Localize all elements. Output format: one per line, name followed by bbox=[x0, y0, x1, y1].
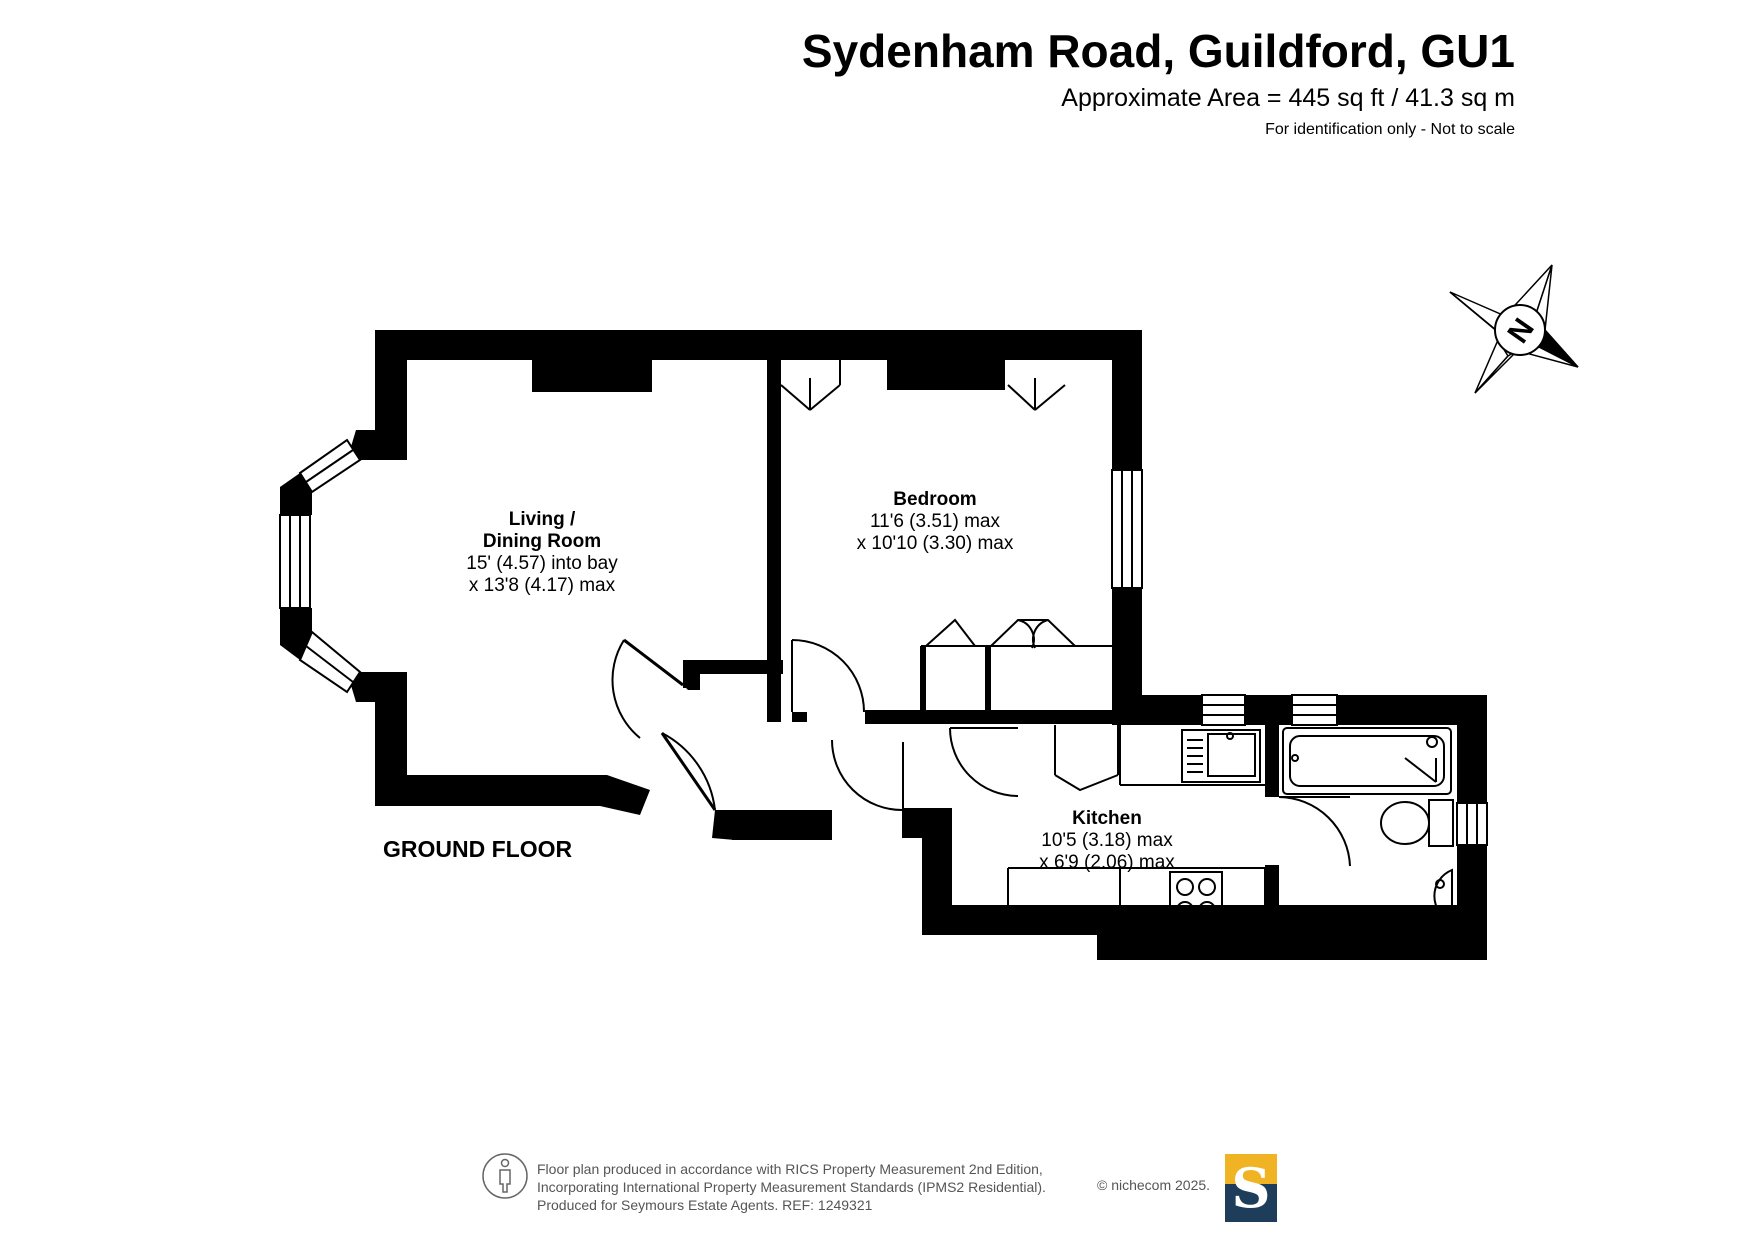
compass: N bbox=[1449, 264, 1579, 394]
door-living bbox=[623, 638, 684, 687]
room-label-living: Living / Dining Room 15' (4.57) into bay… bbox=[452, 509, 632, 597]
cupboard-door-2 bbox=[990, 619, 1076, 647]
floor-label: GROUND FLOOR bbox=[383, 836, 573, 862]
room-name-living-2: Dining Room bbox=[482, 531, 602, 552]
wall-living-bottom bbox=[375, 775, 607, 806]
toilet-bowl bbox=[1380, 801, 1430, 845]
wall-hall-bottom-end bbox=[712, 810, 735, 840]
wall-bedroom-right-upper bbox=[1112, 330, 1142, 470]
wall-bedroom-bottom bbox=[865, 710, 1142, 724]
room-name-living-1: Living / bbox=[508, 509, 576, 530]
hob bbox=[1169, 871, 1223, 929]
room-dim-bedroom-1: 11'6 (3.51) max bbox=[869, 511, 1000, 532]
wall-kitchen-top-left bbox=[1112, 695, 1202, 725]
window-bay-lower bbox=[298, 630, 362, 694]
wall-bay-upper-corner bbox=[280, 473, 312, 515]
agent-logo: S bbox=[1225, 1154, 1277, 1222]
wall-living-top bbox=[375, 330, 780, 360]
area-summary: Approximate Area = 445 sq ft / 41.3 sq m bbox=[1061, 84, 1515, 112]
room-dim-living-1: 15' (4.57) into bay bbox=[466, 553, 618, 574]
logo-top bbox=[1225, 1154, 1277, 1184]
footer-text: Floor plan produced in accordance with R… bbox=[537, 1160, 1046, 1214]
sink bbox=[1181, 729, 1261, 783]
room-dim-living-2: x 13'8 (4.17) max bbox=[468, 575, 616, 596]
door-front bbox=[660, 732, 717, 811]
room-name-kitchen: Kitchen bbox=[1072, 808, 1142, 829]
wall-kitchen-bottom bbox=[922, 905, 1127, 935]
window-kitchen bbox=[1201, 694, 1246, 726]
chimney-breast-bedroom bbox=[887, 360, 1005, 390]
wall-bay-lower-corner bbox=[280, 608, 312, 660]
room-dim-bedroom-2: x 10'10 (3.30) max bbox=[856, 533, 1014, 554]
wall-kitchen-bath-partition-upper bbox=[1265, 725, 1279, 797]
window-bathroom bbox=[1291, 694, 1338, 726]
wall-hall-bottom bbox=[732, 810, 832, 840]
wall-bath-right-lower bbox=[1457, 845, 1487, 960]
kitchen-cupboard-door bbox=[1054, 774, 1119, 792]
wall-bedroom-bottom-left bbox=[792, 712, 807, 722]
wall-living-left-upper bbox=[375, 330, 407, 460]
footer-line-1: Floor plan produced in accordance with R… bbox=[537, 1161, 1043, 1177]
wall-bath-right-upper bbox=[1457, 695, 1487, 803]
toilet-cistern bbox=[1428, 799, 1454, 847]
copyright: © nichecom 2025. bbox=[1097, 1177, 1211, 1193]
wardrobe-door-2 bbox=[1007, 378, 1066, 411]
footer-line-2: Incorporating International Property Mea… bbox=[537, 1179, 1046, 1195]
wall-bedroom-right-lower bbox=[1112, 588, 1142, 706]
logo-bottom bbox=[1225, 1184, 1277, 1222]
room-dim-kitchen-1: 10'5 (3.18) max bbox=[1041, 830, 1173, 851]
wall-kitchen-top-mid bbox=[1245, 695, 1292, 725]
footer-line-3: Produced for Seymours Estate Agents. REF… bbox=[537, 1197, 873, 1213]
wardrobe-door-1 bbox=[780, 360, 841, 411]
bath bbox=[1282, 727, 1452, 795]
chimney-breast-living bbox=[532, 360, 652, 392]
person-icon bbox=[482, 1153, 528, 1199]
fixtures bbox=[1007, 725, 1454, 930]
wall-entrance-jamb bbox=[600, 775, 650, 815]
wall-bedroom-top bbox=[780, 330, 1142, 360]
logo-letter: S bbox=[1231, 1156, 1271, 1220]
walls bbox=[280, 330, 1487, 960]
window-bedroom bbox=[1111, 469, 1143, 589]
wall-kitchen-bath-partition-lower bbox=[1265, 865, 1279, 935]
window-bathroom-side bbox=[1456, 802, 1488, 846]
wall-partition-living-bedroom bbox=[767, 330, 781, 722]
room-name-bedroom: Bedroom bbox=[893, 489, 977, 510]
page-title: Sydenham Road, Guildford, GU1 bbox=[801, 25, 1515, 77]
wall-hall-stub bbox=[683, 660, 783, 674]
room-label-kitchen: Kitchen 10'5 (3.18) max x 6'9 (2.06) max bbox=[1012, 808, 1202, 874]
room-dim-kitchen-2: x 6'9 (2.06) max bbox=[1039, 852, 1175, 873]
window-bay-front bbox=[279, 514, 311, 609]
windows bbox=[279, 438, 1488, 846]
cupboard-door-1 bbox=[925, 618, 976, 647]
basin bbox=[1433, 868, 1453, 924]
doors bbox=[611, 360, 1351, 867]
wall-kitchen-bath-bottom bbox=[1097, 905, 1487, 960]
room-label-bedroom: Bedroom 11'6 (3.51) max x 10'10 (3.30) m… bbox=[835, 489, 1035, 555]
disclaimer-note: For identification only - Not to scale bbox=[1265, 121, 1515, 138]
